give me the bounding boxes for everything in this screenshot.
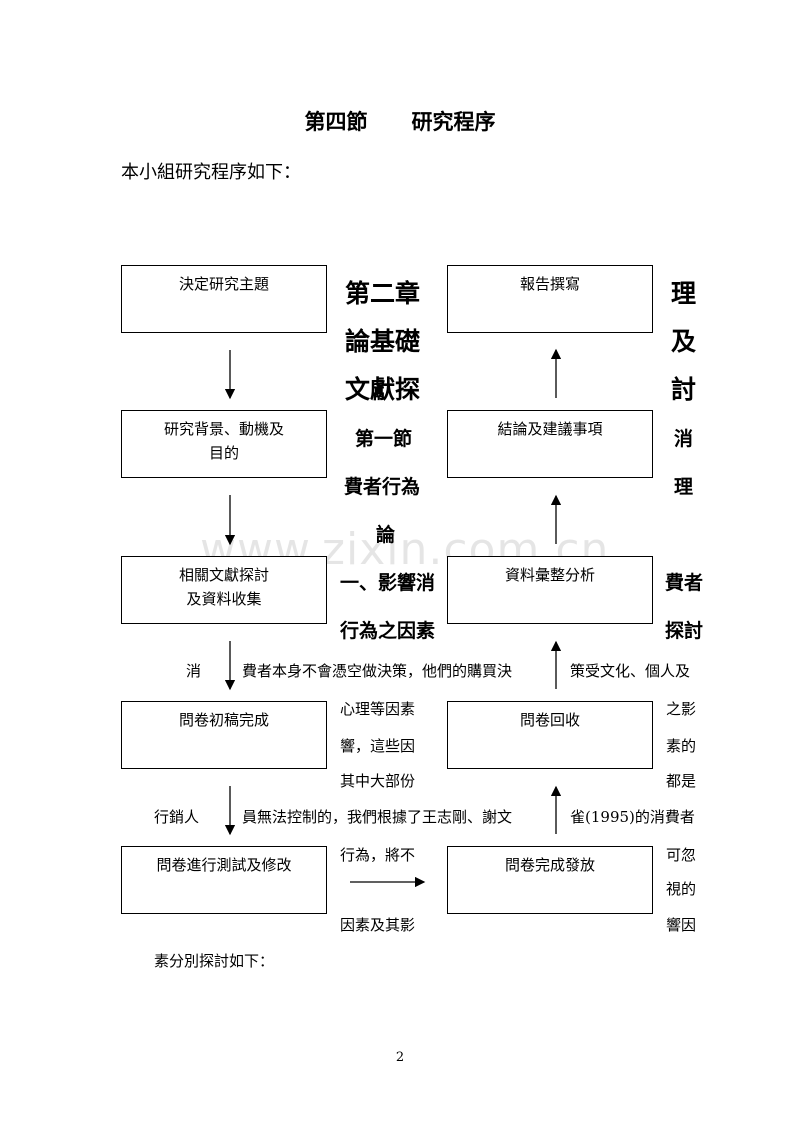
overlay-mid-5: 費者行為 — [344, 476, 421, 498]
flow-box-conclusion: 結論及建議事項 — [447, 410, 653, 478]
body-mid2-3: 其中大部份 — [340, 772, 416, 790]
flow-box-decide-topic: 決定研究主題 — [121, 265, 327, 333]
flow-box-literature: 相關文獻探討 及資料收集 — [121, 556, 327, 624]
overlay-right-1: 理 — [671, 279, 697, 308]
body-mid2-2: 響，這些因 — [340, 737, 416, 755]
section-name: 研究程序 — [411, 109, 496, 134]
body-mid3-2: 因素及其影 — [340, 916, 416, 934]
intro-text: 本小組研究程序如下： — [121, 162, 301, 183]
overlay-mid-6: 論 — [376, 524, 396, 546]
overlay-mid-3: 文獻探 — [345, 375, 421, 404]
overlay-right-4: 消 — [674, 428, 694, 450]
body-right2-1: 之影 — [666, 700, 697, 718]
flow-box-draft: 問卷初稿完成 — [121, 701, 327, 769]
flow-box-analysis: 資料彙整分析 — [447, 556, 653, 624]
flow-box-report: 報告撰寫 — [447, 265, 653, 333]
section-title: 第四節 研究程序 — [0, 106, 800, 136]
flow-box-distribute: 問卷完成發放 — [447, 846, 653, 914]
body-row2-a: 行銷人 — [154, 808, 200, 826]
body-right3-3: 響因 — [666, 916, 697, 934]
body-right2-3: 都是 — [666, 772, 697, 790]
overlay-mid-7: 一、影響消 — [340, 572, 436, 594]
body-row1-a: 消 — [186, 662, 202, 680]
body-row1-b: 費者本身不會憑空做決策，他們的購買決 — [242, 662, 513, 680]
body-row1-c: 策受文化、個人及 — [570, 662, 691, 680]
flow-box-collect: 問卷回收 — [447, 701, 653, 769]
overlay-mid-8: 行為之因素 — [340, 620, 436, 642]
overlay-right-2: 及 — [671, 327, 697, 356]
flow-box-background: 研究背景、動機及 目的 — [121, 410, 327, 478]
body-right2-2: 素的 — [666, 737, 697, 755]
overlay-right-5: 理 — [674, 476, 694, 498]
overlay-mid-1: 第二章 — [345, 279, 421, 308]
closing-text: 素分別探討如下： — [154, 952, 275, 970]
overlay-right-3: 討 — [671, 375, 697, 404]
section-number: 第四節 — [304, 109, 368, 134]
overlay-right-6: 費者 — [665, 572, 704, 594]
body-row2-c: 雀(1995)的消費者 — [570, 808, 695, 826]
overlay-mid-2: 論基礎 — [345, 327, 421, 356]
body-right3-2: 視的 — [666, 880, 697, 898]
body-right3-1: 可忽 — [666, 846, 697, 864]
body-mid2-1: 心理等因素 — [340, 700, 416, 718]
overlay-mid-4: 第一節 — [355, 428, 413, 450]
page-number: 2 — [395, 1050, 405, 1065]
body-mid3-1: 行為，將不 — [340, 846, 416, 864]
overlay-right-7: 探討 — [665, 620, 704, 642]
body-row2-b: 員無法控制的，我們根據了王志剛、謝文 — [242, 808, 513, 826]
flow-box-pretest: 問卷進行測試及修改 — [121, 846, 327, 914]
